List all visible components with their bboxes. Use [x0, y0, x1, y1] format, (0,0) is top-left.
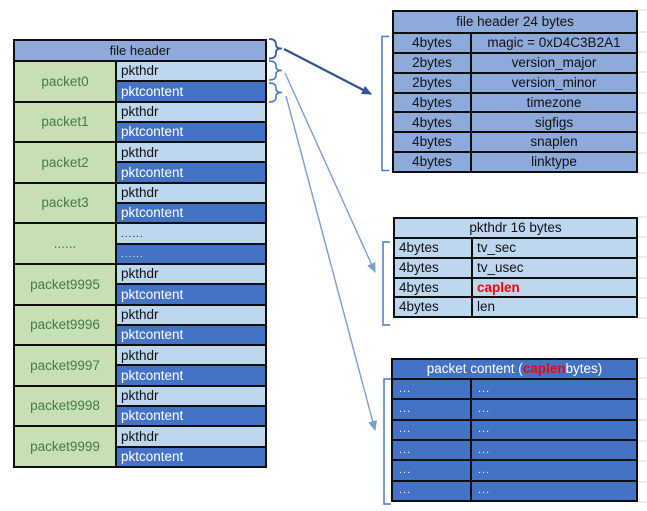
field-name-cell: len	[472, 297, 637, 317]
packet-label: packet9999	[14, 426, 116, 467]
field-size-cell: 4bytes	[394, 277, 472, 298]
packet-content-title-caplen: caplen	[522, 361, 566, 377]
content-dots-cell: ...	[392, 440, 471, 461]
pktcontent-cell: pktcontent	[116, 121, 266, 143]
field-size-cell: 2bytes	[393, 72, 471, 93]
pkthdr-cell: pkthdr	[116, 345, 266, 366]
content-dots-cell: ...	[392, 480, 471, 501]
pktcontent-cell: pktcontent	[116, 446, 266, 467]
field-name-cell: version_minor	[471, 72, 637, 93]
packet-label: packet9996	[14, 304, 116, 346]
content-dots-cell: ...	[471, 480, 637, 501]
field-name-cell: tv_sec	[472, 238, 637, 258]
content-dots-cell: ...	[471, 440, 637, 461]
packet-label: packet3	[14, 182, 116, 224]
field-name-cell: version_major	[471, 52, 637, 73]
content-dots-cell: ...	[392, 419, 471, 440]
packet-label: packet0	[14, 61, 116, 102]
content-dots-cell: ...	[471, 460, 637, 481]
pktcontent-cell: pktcontent	[116, 162, 266, 183]
packet-label: packet9995	[14, 263, 116, 305]
pkthdr-cell: pkthdr	[116, 182, 266, 204]
content-dots-cell: ...	[471, 399, 637, 420]
packet-label: packet1	[14, 101, 116, 143]
pktcontent-cell: pktcontent	[116, 406, 266, 427]
packet-content-title-suffix: bytes)	[565, 361, 603, 377]
field-name-cell: sigfigs	[471, 112, 637, 133]
field-name-cell: magic = 0xD4C3B2A1	[471, 33, 637, 53]
pkthdr-table-bracket	[382, 241, 390, 326]
content-dots-cell: ...	[392, 399, 471, 420]
pkthdr-cell: pkthdr	[116, 385, 266, 407]
gridline-stubs	[638, 9, 647, 503]
pktcontent-cell: pktcontent	[116, 203, 266, 224]
packet-label: ......	[14, 223, 116, 264]
pkthdr-cell: pkthdr	[116, 61, 266, 82]
field-size-cell: 4bytes	[393, 92, 471, 113]
pkthdr-cell: ......	[116, 223, 266, 244]
pktcontent-cell: pktcontent	[116, 81, 266, 102]
pktcontent-cell: pktcontent	[116, 365, 266, 386]
pkthdr-cell: pkthdr	[116, 142, 266, 163]
packet-content-table-bracket	[383, 378, 391, 505]
pktcontent-cell: pktcontent	[116, 324, 266, 346]
pkthdr-table-title: pkthdr 16 bytes	[394, 218, 637, 238]
pktcontent-brace	[268, 82, 283, 103]
packet-label: packet2	[14, 142, 116, 183]
field-name-cell: tv_usec	[472, 257, 637, 278]
file-header-table-bracket	[381, 35, 389, 172]
packet-content-detail-table: packet content (caplen bytes) ..........…	[391, 358, 638, 502]
packet-content-title-prefix: packet content (	[426, 361, 523, 377]
arrow-pkthdr	[284, 72, 376, 273]
field-name-cell: linktype	[471, 152, 637, 172]
arrow-file-header	[283, 48, 372, 95]
field-size-cell: 2bytes	[393, 52, 471, 73]
pkthdr-cell: pkthdr	[116, 426, 266, 447]
arrow-pktcontent	[285, 95, 378, 431]
pkthdr-cell: pkthdr	[116, 101, 266, 122]
field-name-cell: snaplen	[471, 132, 637, 153]
pktcontent-cell: ......	[116, 243, 266, 264]
field-name-cell: timezone	[471, 92, 637, 113]
content-dots-cell: ...	[392, 460, 471, 481]
field-size-cell: 4bytes	[394, 297, 472, 317]
pkthdr-cell: pkthdr	[116, 304, 266, 325]
content-dots-cell: ...	[471, 379, 637, 400]
field-size-cell: 4bytes	[394, 257, 472, 278]
field-size-cell: 4bytes	[393, 152, 471, 172]
field-size-cell: 4bytes	[393, 132, 471, 153]
content-dots-cell: ...	[392, 379, 471, 400]
file-header-table-title: file header 24 bytes	[393, 11, 637, 33]
file-header-brace	[268, 38, 283, 60]
content-dots-cell: ...	[471, 419, 637, 440]
field-size-cell: 4bytes	[393, 112, 471, 133]
field-name-cell: caplen	[472, 277, 637, 298]
pktcontent-cell: pktcontent	[116, 284, 266, 305]
field-size-cell: 4bytes	[393, 33, 471, 53]
packet-label: packet9997	[14, 345, 116, 386]
packet-content-table-title: packet content (caplen bytes)	[392, 359, 637, 379]
pkthdr-cell: pkthdr	[116, 263, 266, 285]
pkthdr-brace	[268, 60, 283, 81]
packet-label: packet9998	[14, 385, 116, 427]
file-header-row: file header	[14, 40, 266, 61]
field-size-cell: 4bytes	[394, 238, 472, 258]
